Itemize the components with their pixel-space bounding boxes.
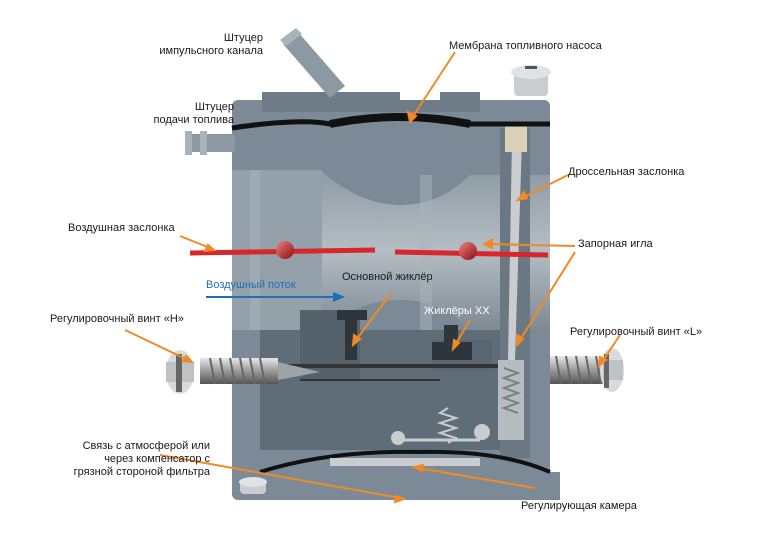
regulating-chamber-label: Регулирующая камера (521, 500, 637, 512)
atmosphere-label-line2: через компенсатор с (104, 453, 210, 465)
fuel-fitting-label: Штуцер подачи топлива (118, 101, 234, 127)
choke-shaft (276, 241, 294, 259)
fuel-fitting-shape (185, 134, 235, 152)
impulse-fitting-label: Штуцер импульсного канала (138, 32, 263, 58)
atmosphere-label: Связь с атмосферой или через компенсатор… (30, 440, 210, 479)
main-jet-block (337, 310, 367, 320)
fuel-fitting-label-line2: подачи топлива (153, 114, 234, 126)
fuel-fitting-label-line1: Штуцер (194, 101, 234, 113)
throttle-shaft (459, 242, 477, 260)
impulse-fitting-label-line2: импульсного канала (159, 45, 263, 57)
leader-lines (124, 51, 621, 504)
atmosphere-label-line3: грязной стороной фильтра (73, 466, 210, 478)
main-jet-label: Основной жиклёр (342, 271, 433, 283)
regulating-membrane-line (259, 449, 551, 474)
impulse-fitting-shape (283, 32, 345, 98)
choke-label: Воздушная заслонка (68, 222, 175, 234)
pump-membrane-label: Мембрана топливного насоса (449, 40, 602, 52)
impulse-fitting-label-line1: Штуцер (223, 32, 263, 44)
atmosphere-label-line1: Связь с атмосферой или (82, 440, 210, 452)
shutoff-needle-label: Запорная игла (578, 238, 653, 250)
adjusting-screw-h (166, 350, 320, 394)
screw-l-label: Регулировочный винт «L» (570, 326, 703, 338)
screw-h-label: Регулировочный винт «H» (50, 313, 184, 325)
throttle-label: Дроссельная заслонка (568, 166, 685, 178)
adjusting-screw-l (550, 348, 624, 392)
idle-jets-label: Жиклёры ХХ (424, 305, 490, 317)
airflow-label: Воздушный поток (206, 279, 296, 291)
airflow-arrow (206, 292, 345, 302)
regulator-spring (436, 407, 460, 444)
